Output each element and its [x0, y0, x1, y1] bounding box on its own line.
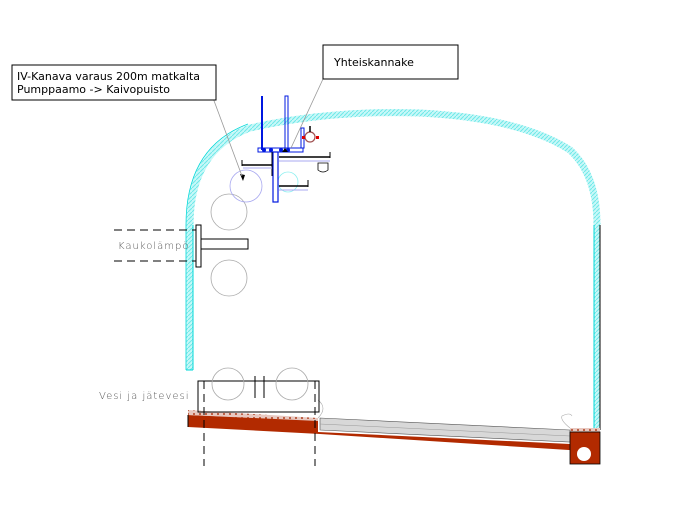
annotation-iv-kanava: IV-Kanava varaus 200m matkalta Pumppaamo… [11, 64, 217, 101]
heating-pipe-return [210, 259, 248, 297]
heating-bracket [200, 238, 249, 250]
yhteiskannake-label: Yhteiskannake [333, 56, 414, 69]
valve-icon [304, 131, 316, 143]
kaukolampo-label: Kaukolämpö [118, 241, 190, 252]
annotation-yhteiskannake: Yhteiskannake [322, 44, 459, 80]
district-heating [114, 193, 249, 297]
common-bracket [229, 95, 331, 203]
water-sewage-duct [197, 367, 320, 466]
tunnel-lining [185, 109, 601, 430]
iv-kanava-line1: IV-Kanava varaus 200m matkalta [17, 70, 200, 83]
drain-pipe [577, 447, 591, 461]
vesi-jatevesi-label: Vesi ja jätevesi [99, 391, 190, 402]
sewage-pipe [275, 367, 309, 401]
leader-line-iv [212, 97, 243, 177]
iv-kanava-line2: Pumppaamo -> Kaivopuisto [17, 83, 170, 96]
leader-line-bracket [290, 78, 324, 149]
water-pipe [211, 367, 245, 401]
tunnel-floor [187, 399, 601, 465]
heating-pipe-supply [210, 193, 248, 231]
